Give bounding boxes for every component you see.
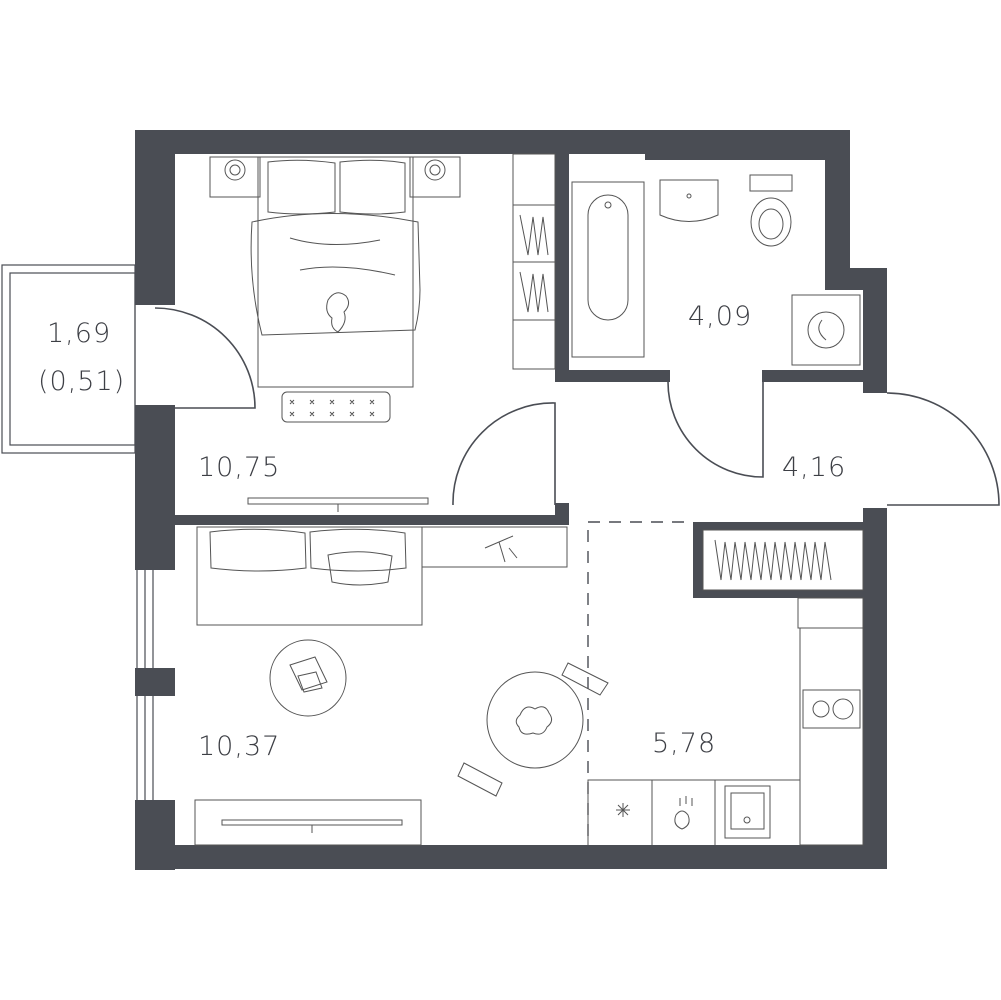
zone-lines — [587, 521, 693, 845]
bedroom-area: 10,75 — [198, 452, 280, 483]
lamp-icon — [424, 159, 446, 181]
sofa-cushion — [309, 528, 407, 572]
right-wall-upper — [825, 130, 850, 275]
living-tv — [221, 819, 403, 826]
bath-bottom-wall-left — [555, 370, 670, 382]
top-wall — [135, 130, 850, 154]
loggia-door[interactable] — [154, 307, 256, 409]
kitchen-sink — [724, 785, 771, 839]
right-wall-shaft — [863, 268, 887, 393]
washing-machine — [791, 294, 861, 366]
toilet-icon — [750, 197, 792, 247]
rug — [281, 391, 391, 423]
chair — [561, 662, 609, 696]
bath-bottom-wall-right — [762, 370, 863, 382]
kitchen-cabinets — [799, 627, 864, 846]
sofa — [196, 526, 423, 626]
bed — [257, 156, 414, 388]
sink-icon — [659, 179, 719, 222]
bathroom-fixtures — [571, 174, 861, 366]
hall-wardrobe — [702, 529, 864, 591]
kitchen-furniture — [587, 627, 864, 846]
kitchen-area: 5,78 — [652, 728, 716, 759]
magazines-icon — [289, 656, 328, 693]
blanket — [250, 213, 421, 336]
bathroom-door[interactable] — [667, 381, 764, 478]
wardrobe-bottom-wall — [693, 590, 863, 598]
coffee-table — [269, 639, 347, 717]
living-furniture — [194, 526, 609, 846]
sofa-cushion — [209, 528, 307, 572]
dining-table — [486, 671, 584, 769]
pillow — [267, 159, 336, 215]
bedroom-tv — [247, 497, 429, 505]
burner-icon — [812, 700, 830, 718]
nightstand-left — [209, 156, 261, 198]
burner-icon — [832, 698, 854, 720]
hallway-wardrobe — [702, 529, 864, 629]
bath-top-ledge — [645, 154, 825, 160]
hallway-area: 4,16 — [782, 452, 846, 483]
sideboard — [421, 526, 568, 568]
left-wall-upper — [135, 130, 175, 305]
dishwasher-icon — [674, 796, 693, 830]
loggia-reduced-area: (0,51) — [38, 366, 125, 397]
interior-walls — [175, 154, 863, 598]
plant-icon — [484, 535, 518, 563]
chair — [457, 762, 503, 797]
bathroom-area: 4,09 — [688, 301, 752, 332]
nightstand-right — [409, 156, 461, 198]
loggia — [1, 264, 136, 454]
right-wall-lower — [863, 508, 887, 868]
left-wall-middle — [135, 405, 175, 570]
bedroom-furniture — [209, 153, 556, 512]
wardrobe-left-wall — [693, 522, 703, 597]
hall-shelf — [797, 597, 864, 629]
bedroom-door[interactable] — [452, 402, 556, 506]
toilet-tank — [749, 174, 793, 192]
wardrobe-top-wall — [693, 522, 863, 530]
lamp-icon — [224, 159, 246, 181]
bottom-wall — [135, 845, 887, 869]
entrance-door[interactable] — [886, 392, 1000, 506]
outer-walls — [135, 130, 887, 870]
living-window — [136, 570, 154, 800]
doors — [154, 307, 1000, 506]
pillow — [339, 159, 406, 215]
living-room-area: 10,37 — [198, 731, 280, 762]
bathtub-basin — [587, 194, 629, 321]
bath-left-wall — [555, 154, 569, 382]
tv-stand — [194, 799, 422, 846]
flowers-icon — [515, 706, 553, 735]
left-wall-mullion — [135, 668, 175, 696]
freezer-icon — [616, 803, 630, 817]
bathtub — [571, 181, 645, 358]
bedroom-bottom-wall — [175, 515, 567, 525]
throw-pillow — [327, 551, 393, 586]
cooktop — [802, 689, 861, 729]
loggia-area: 1,69 — [47, 318, 111, 349]
cat-icon — [326, 292, 350, 333]
